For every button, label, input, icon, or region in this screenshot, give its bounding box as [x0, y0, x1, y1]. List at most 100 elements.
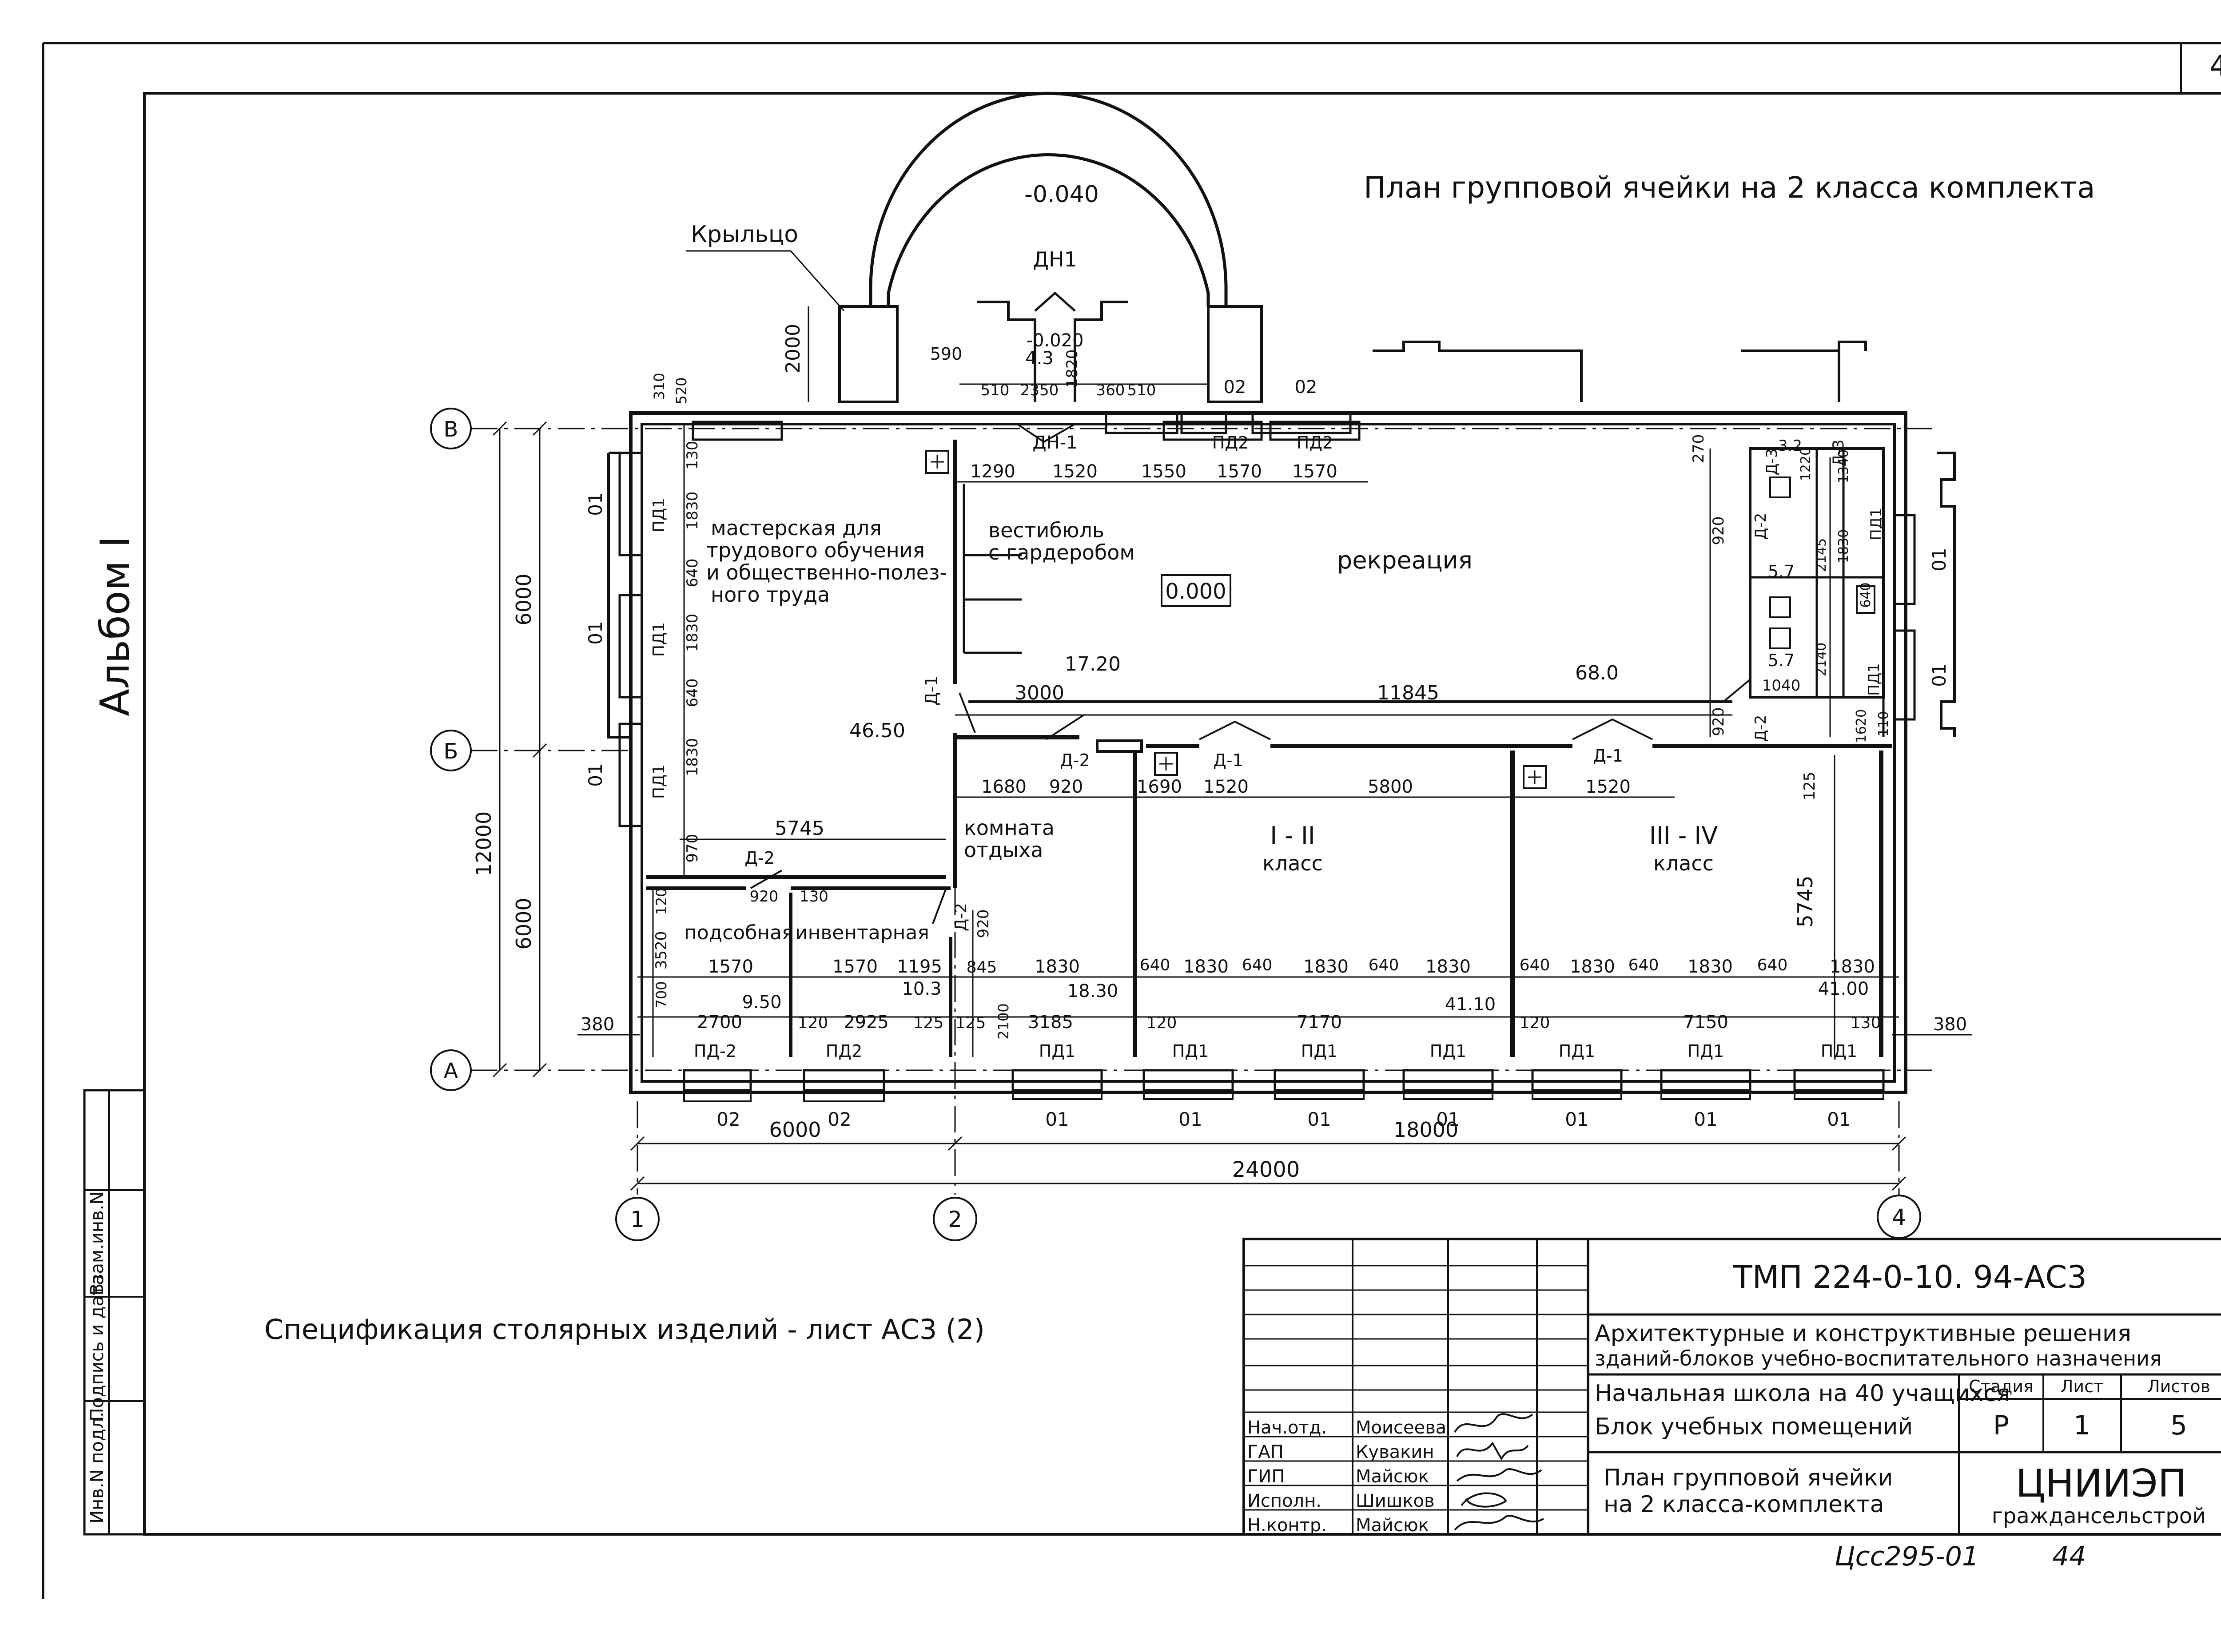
vestibule-line-2: с гардеробом: [988, 540, 1135, 564]
mark-o1-east1: 01: [1928, 548, 1950, 571]
mark-d2-workshop: Д-2: [744, 848, 775, 868]
mark-pd1-west2: ПД1: [650, 622, 668, 657]
mark-d3-wc2: Д-3: [1830, 440, 1847, 466]
windows-east: [1893, 514, 1916, 721]
dim-640-wc: 640: [1858, 582, 1874, 608]
dim-porch-0: 510: [981, 381, 1010, 399]
axis-label-2: 2: [948, 1207, 962, 1232]
porch-area: 4.3: [1025, 348, 1054, 369]
interior-dim-lines: [637, 424, 1899, 1057]
dim-top-3: 1570: [1217, 461, 1262, 482]
porch-step-level: -0.020: [1027, 330, 1084, 351]
dim-corr2-3: 1520: [1585, 777, 1631, 797]
mark-d1-class1: Д-1: [1213, 751, 1243, 770]
mark-pd1-west1: ПД1: [650, 498, 668, 532]
dim-in-7: 7170: [1297, 1012, 1342, 1032]
dim-corr1-0: 1680: [981, 777, 1027, 797]
interior-walls: [646, 440, 1892, 1057]
dimension-numbers: 1290 1520 1550 1570 1570 3000 11845 1680…: [651, 373, 1891, 1039]
mark-d1-class2: Д-1: [1593, 746, 1623, 766]
dim-workshop-wall: 5745: [775, 817, 824, 840]
axis-label-b: Б: [444, 739, 458, 764]
dim-col-6: 970: [684, 834, 701, 863]
fixtures: [925, 450, 1875, 789]
rest-room-line-2: отдыха: [964, 838, 1043, 862]
dim-920-util: 920: [750, 888, 779, 905]
inventory-label: инвентарная: [795, 921, 929, 944]
dim-top-2: 1550: [1141, 461, 1186, 482]
dim-top-4: 1570: [1292, 461, 1337, 482]
name-3: Шишков: [1356, 1491, 1435, 1511]
mark-o1-s2: 01: [1178, 1108, 1202, 1130]
dim-110-wc: 110: [1876, 711, 1891, 736]
archive-number: Цсс295-01: [1835, 1541, 1979, 1572]
dim-col-1: 1830: [684, 492, 701, 530]
dim-mid-0: 3000: [1015, 682, 1064, 704]
plan-title: План групповой ячейки на 2 класса компле…: [1364, 171, 2095, 205]
stamp-signature-date: Подпись и дата: [87, 1274, 107, 1421]
project-line-1: Архитектурные и конструктивные решения: [1595, 1320, 2131, 1347]
mark-o2-s2: 02: [828, 1108, 851, 1130]
dim-mid-1: 11845: [1377, 682, 1439, 704]
dim-in-10: 130: [1851, 1014, 1881, 1032]
organization-sub: граждансельстрой: [1992, 1504, 2206, 1529]
class-2-number: III - IV: [1649, 822, 1718, 850]
recreation-label: рекреация: [1337, 546, 1473, 574]
dim-3520: 3520: [653, 931, 670, 970]
area-wc-1: 5.7: [1768, 562, 1795, 581]
axis-lines: [471, 428, 1932, 1195]
porch-label: Крыльцо: [691, 221, 798, 248]
name-0: Моисеева: [1356, 1418, 1446, 1438]
role-1: ГАП: [1247, 1442, 1284, 1462]
dim-2100: 2100: [995, 1003, 1012, 1039]
mark-d1-vest: Д-1: [922, 675, 941, 706]
dim-in-5: 3185: [1028, 1012, 1073, 1032]
mark-pd1-s2: ПД1: [1172, 1041, 1209, 1061]
name-2: Майсюк: [1356, 1466, 1429, 1487]
mark-pd2-n1: ПД2: [1212, 433, 1249, 453]
role-2: ГИП: [1247, 1466, 1285, 1487]
dim-height-12000: 12000: [472, 811, 496, 876]
dim-win-0: 1570: [708, 957, 753, 977]
mark-o1-s4: 01: [1436, 1108, 1460, 1130]
porch-dims: 2000 590 510 2350 1820 360 510: [782, 306, 1208, 402]
dim-1340: 1340: [1836, 449, 1851, 483]
sheets-value: 5: [2170, 1410, 2187, 1441]
mark-d2-wc2: Д-2: [1752, 715, 1770, 742]
dim-win-14: 640: [1757, 956, 1788, 974]
mark-o2-n2: 02: [1295, 377, 1317, 397]
windows-west: [618, 452, 643, 827]
object-line-2: Блок учебных помещений: [1595, 1414, 1913, 1440]
dim-270: 270: [1690, 434, 1708, 463]
mark-o1-east2: 01: [1928, 663, 1950, 687]
mark-pd2-n2: ПД2: [1297, 433, 1333, 453]
mark-d2-inventory: Д-2: [952, 903, 970, 931]
album-label: Альбом I: [92, 536, 139, 716]
dim-win-15: 1830: [1830, 957, 1875, 977]
dim-corr1-1: 920: [1049, 777, 1083, 797]
mark-pd1-s6: ПД1: [1688, 1041, 1724, 1061]
dim-in-1: 120: [798, 1014, 828, 1032]
windows-north: [692, 421, 1361, 441]
mark-o1-west2: 01: [585, 621, 606, 644]
mark-pd1-s5: ПД1: [1559, 1041, 1595, 1061]
dim-in-3: 125: [913, 1014, 944, 1032]
axis-label-4: 4: [1892, 1204, 1906, 1230]
mark-pd1-west3: ПД1: [650, 764, 668, 799]
dim-col-0: 130: [684, 441, 701, 470]
mark-dn1-door: ДН-1: [1032, 433, 1077, 453]
dim-total-24000: 24000: [1232, 1157, 1300, 1182]
dim-col-2: 640: [684, 559, 701, 588]
dim-half-bottom: 6000: [512, 897, 536, 949]
dim-porch-1: 2350: [1020, 381, 1059, 399]
title-block: [1242, 1238, 2221, 1536]
dim-overhang-right: 380: [1933, 1014, 1967, 1035]
sheets-header: Листов: [2147, 1377, 2210, 1396]
floor-level-marker: 0.000: [1161, 574, 1231, 607]
name-1: Кувакин: [1356, 1442, 1434, 1462]
dim-in-2: 2925: [844, 1012, 889, 1032]
dim-win-7: 1830: [1303, 957, 1349, 977]
dim-130-util: 130: [800, 888, 828, 905]
stamp-inv-podl: Инв.N подл.: [87, 1412, 107, 1524]
class-1-number: I - II: [1270, 822, 1315, 850]
